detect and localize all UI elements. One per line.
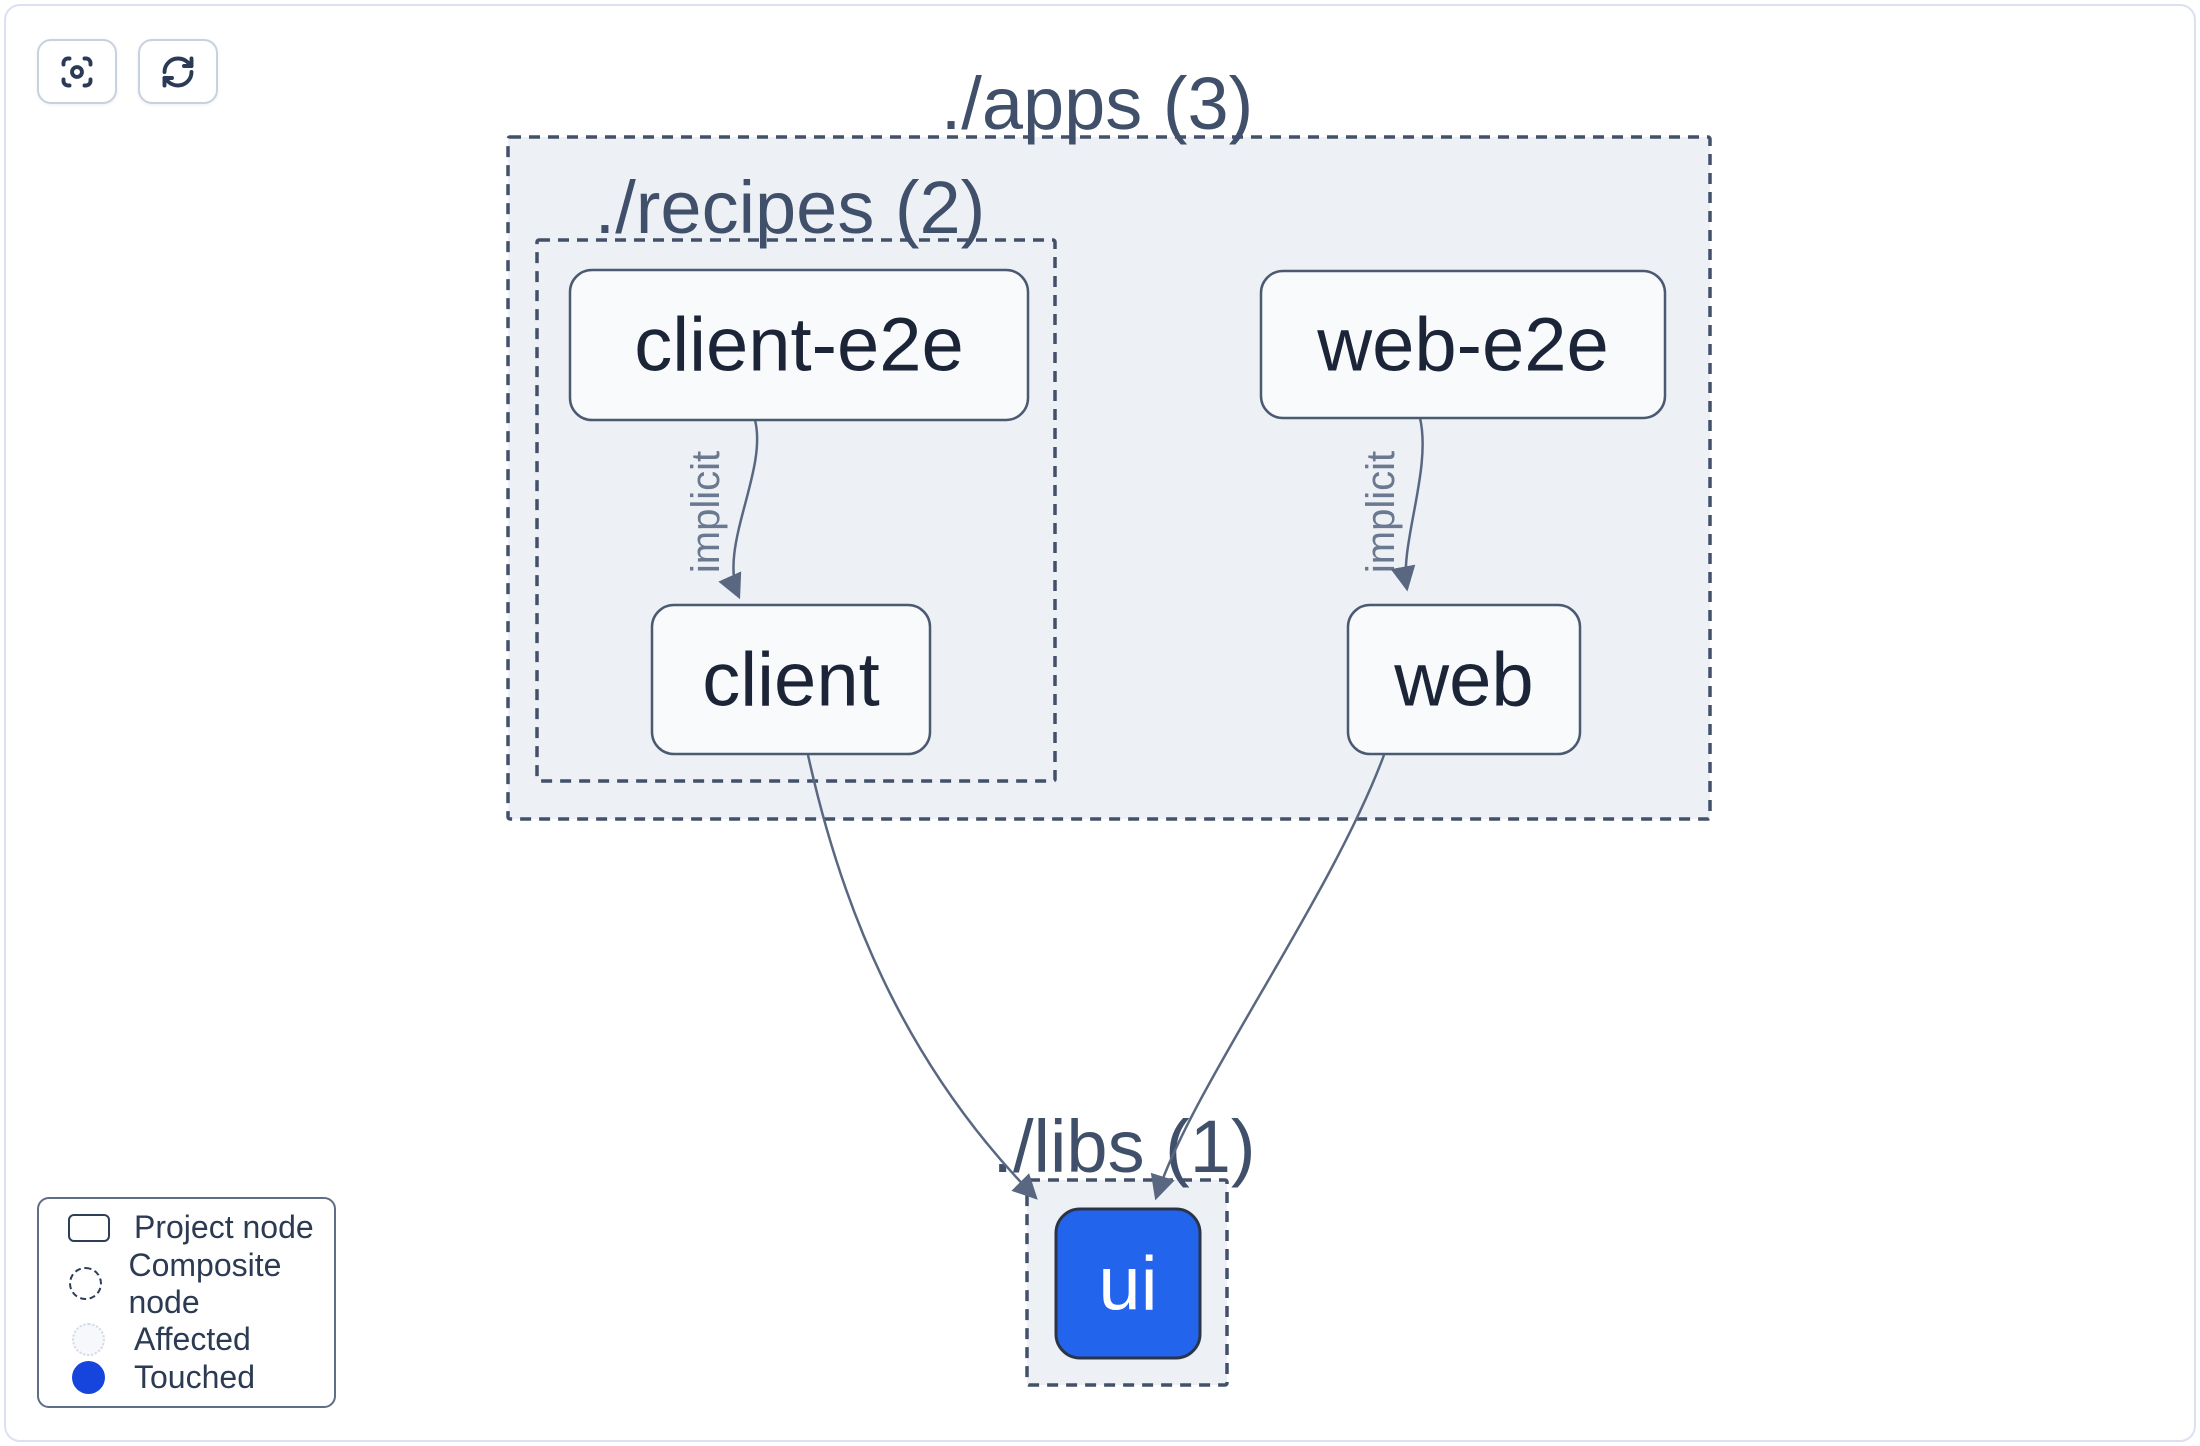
recipes-group-label: ./recipes (2) xyxy=(595,166,986,249)
node-web-label: web xyxy=(1393,638,1533,723)
libs-group-label: ./libs (1) xyxy=(992,1105,1255,1188)
node-client-label: client xyxy=(702,638,879,723)
focus-icon xyxy=(61,56,93,87)
legend: Project node Composite node Affected Tou… xyxy=(37,1197,336,1408)
legend-item-affected: Affected xyxy=(39,1321,334,1358)
legend-item-composite-node: Composite node xyxy=(39,1247,334,1321)
node-client-e2e[interactable]: client-e2e xyxy=(568,268,1030,422)
node-web-e2e[interactable]: web-e2e xyxy=(1259,269,1667,420)
edge-web-to-ui[interactable] xyxy=(1150,754,1386,1201)
project-node-icon xyxy=(65,1213,112,1242)
node-client-box[interactable] xyxy=(650,603,932,756)
edge-client-e2e-to-client[interactable] xyxy=(718,419,759,600)
node-ui-label: ui xyxy=(1098,1242,1157,1327)
node-web[interactable]: web xyxy=(1346,603,1582,756)
toolbar xyxy=(37,39,218,104)
node-client-e2e-label: client-e2e xyxy=(634,303,964,388)
edge-web-e2e-to-web[interactable] xyxy=(1390,417,1424,592)
node-ui-box[interactable] xyxy=(1054,1207,1202,1360)
apps-group-label: ./apps (3) xyxy=(941,62,1254,145)
node-web-e2e-label: web-e2e xyxy=(1316,303,1609,388)
node-web-box[interactable] xyxy=(1346,603,1582,756)
node-client-e2e-box[interactable] xyxy=(568,268,1030,422)
refresh-button[interactable] xyxy=(138,39,218,104)
edge-label-implicit-client: implicit xyxy=(684,451,728,573)
legend-item-label: Touched xyxy=(134,1358,255,1395)
legend-item-project-node: Project node xyxy=(39,1209,334,1246)
affected-icon xyxy=(65,1323,112,1357)
edge-client-to-ui[interactable] xyxy=(806,754,1038,1200)
touched-icon xyxy=(65,1360,112,1394)
focus-button[interactable] xyxy=(37,39,117,104)
node-web-e2e-box[interactable] xyxy=(1259,269,1667,420)
node-client[interactable]: client xyxy=(650,603,932,756)
legend-item-label: Affected xyxy=(134,1321,251,1358)
legend-item-label: Project node xyxy=(134,1209,314,1246)
composite-node-icon xyxy=(65,1267,106,1301)
edge-label-implicit-web: implicit xyxy=(1359,451,1403,573)
refresh-icon xyxy=(162,56,194,87)
legend-item-label: Composite node xyxy=(128,1246,282,1320)
node-ui[interactable]: ui xyxy=(1054,1207,1202,1360)
legend-item-touched: Touched xyxy=(39,1359,334,1396)
